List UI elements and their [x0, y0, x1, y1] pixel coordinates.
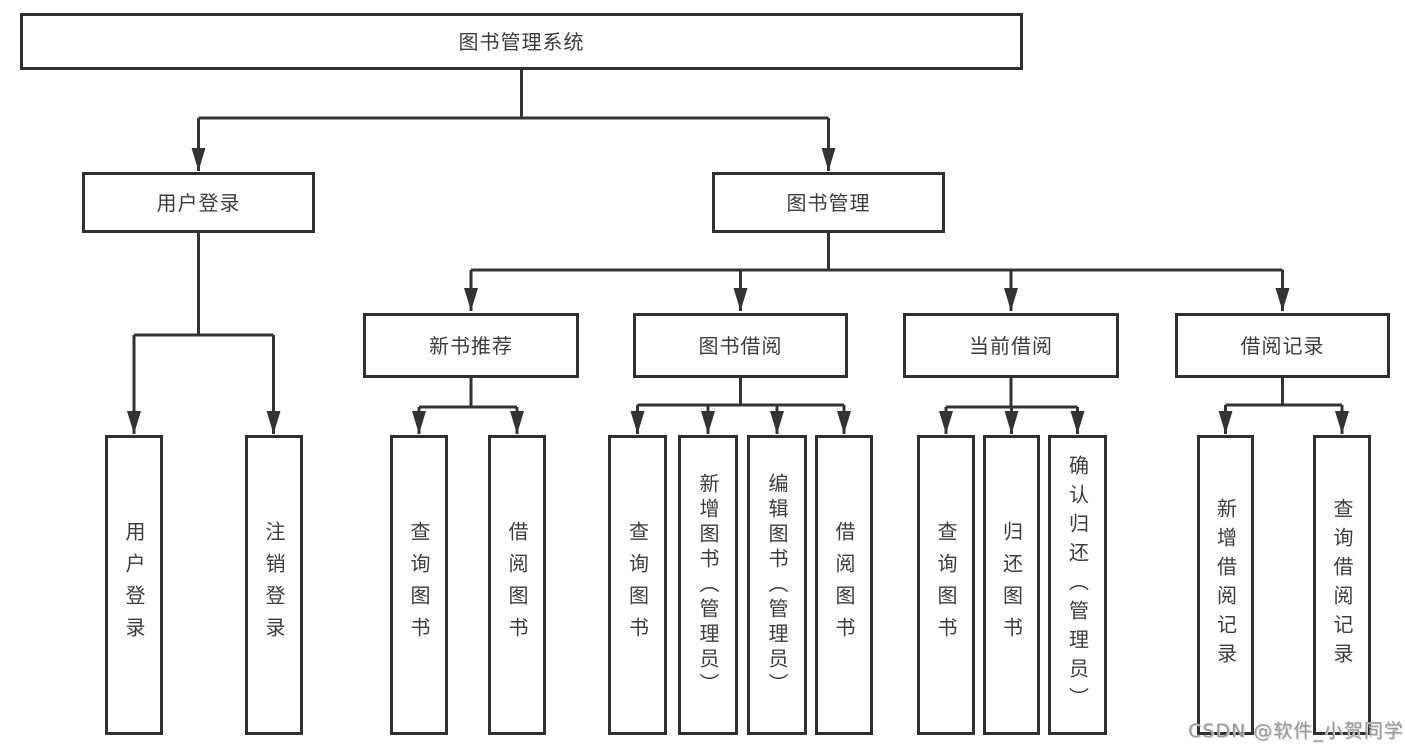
leaf-add-book-admin: 新增图书（管理员） [678, 435, 738, 735]
leaf-borrow-books-recommend: 借阅图书 [488, 435, 546, 735]
leaf-query-borrow-record: 查询借阅记录 [1313, 435, 1371, 735]
node-root-system: 图书管理系统 [20, 13, 1023, 70]
leaf-borrow-books: 借阅图书 [815, 435, 873, 735]
node-book-management: 图书管理 [712, 172, 945, 233]
leaf-add-borrow-record: 新增借阅记录 [1197, 435, 1254, 735]
node-borrow-records: 借阅记录 [1175, 313, 1390, 378]
leaf-logout: 注销登录 [245, 435, 303, 735]
leaf-edit-book-admin: 编辑图书（管理员） [747, 435, 807, 735]
leaf-user-login: 用户登录 [105, 435, 163, 735]
leaf-return-books: 归还图书 [983, 435, 1040, 735]
leaf-query-books-borrowing: 查询图书 [608, 435, 667, 735]
node-new-book-recommend: 新书推荐 [363, 313, 579, 378]
leaf-query-books-recommend: 查询图书 [390, 435, 448, 735]
node-book-borrowing: 图书借阅 [633, 313, 848, 378]
leaf-confirm-return-admin: 确认归还（管理员） [1048, 435, 1107, 735]
node-user-login: 用户登录 [82, 172, 315, 233]
csdn-watermark: CSDN @软件_小贺同学 [1188, 720, 1404, 742]
leaf-query-books-current: 查询图书 [917, 435, 975, 735]
node-current-borrowing: 当前借阅 [903, 313, 1119, 378]
